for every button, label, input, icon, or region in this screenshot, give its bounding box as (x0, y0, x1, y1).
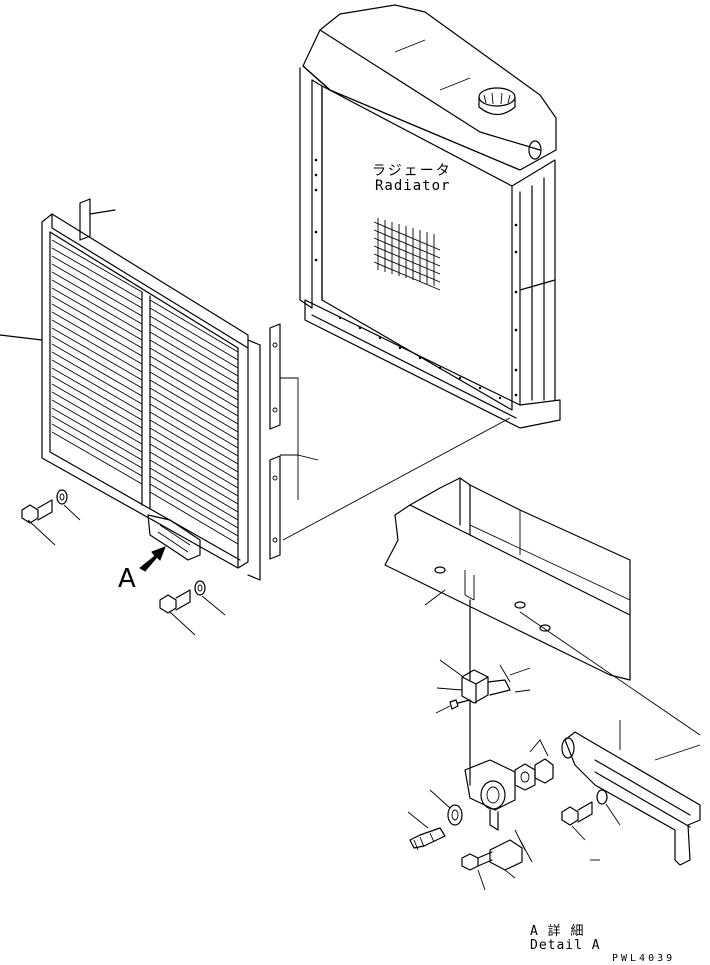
radiator (299, 4, 561, 429)
radiator-label-jp: ラジェータ (372, 163, 452, 179)
grille-louvers (51, 239, 239, 545)
side-strips (269, 323, 511, 560)
grille (0, 198, 261, 581)
detail-label-jp: A 詳 細 (530, 924, 585, 939)
radiator-cap (478, 87, 516, 116)
bolt-washer-left-lower (159, 580, 226, 636)
detail-label-en: Detail A (530, 938, 601, 953)
radiator-label-en: Radiator (375, 178, 451, 194)
latch-assembly (407, 599, 701, 891)
view-a-label: A (118, 564, 136, 594)
radiator-core-grid (373, 218, 441, 291)
drawing-number: PWL4039 (612, 953, 676, 964)
frame-section (384, 477, 631, 681)
bolt-washer-left-upper (21, 489, 81, 546)
